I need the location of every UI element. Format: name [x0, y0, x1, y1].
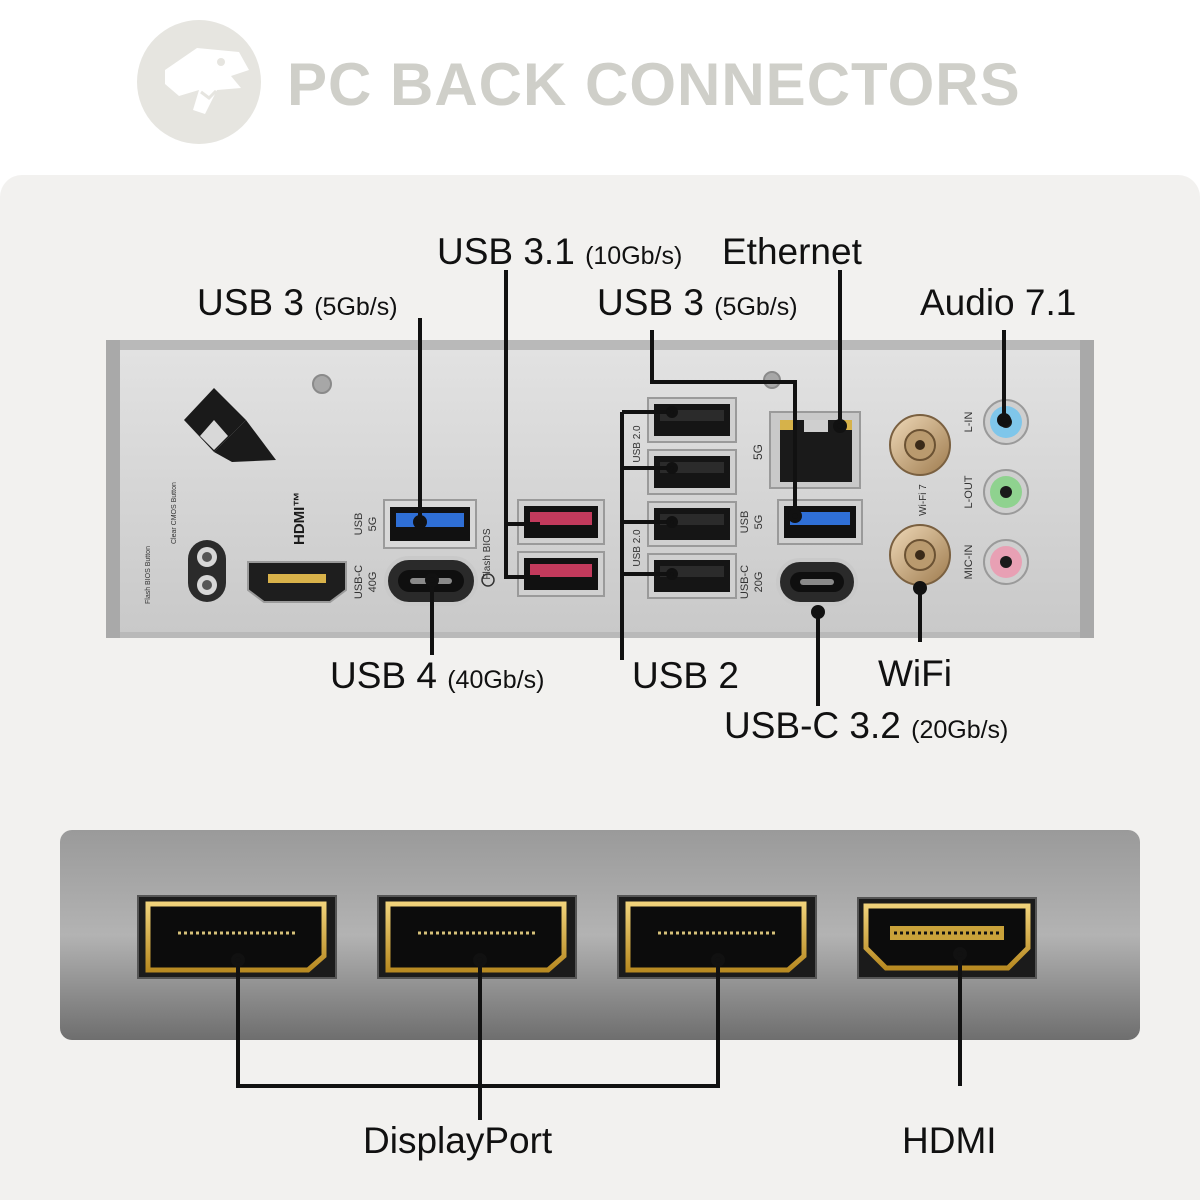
- label-sub: (5Gb/s): [714, 293, 798, 321]
- label-main: Ethernet: [722, 231, 862, 272]
- leader-usb31: [504, 270, 540, 579]
- usbc-40g-mark: USB-C: [353, 565, 365, 599]
- displayport-1: [137, 895, 337, 979]
- label-main: USB 2: [632, 655, 739, 696]
- label-main: Audio 7.1: [920, 282, 1077, 323]
- usb20-mark: USB 2.0: [632, 425, 643, 463]
- label-main: USB 4: [330, 655, 437, 696]
- clear-cmos-label: Clear CMOS Button: [171, 482, 178, 544]
- label-hdmi: HDMI: [902, 1121, 997, 1161]
- brand-logo-icon: [184, 388, 276, 462]
- usb31-ports: [517, 499, 605, 597]
- dinosaur-logo-icon: [137, 20, 261, 144]
- usb2-ports: USB 2.0 USB 2.0 5G: [632, 397, 765, 599]
- usb3-left-port: USB 5G: [353, 499, 477, 549]
- label-displayport: DisplayPort: [363, 1121, 552, 1161]
- label-sub: (10Gb/s): [585, 242, 683, 270]
- screw-icon: [312, 374, 332, 394]
- flash-bios-button-label: Flash BIOS Button: [145, 546, 152, 604]
- usb-5g-mark: 5G: [367, 517, 379, 532]
- label-main: USB 3.1: [437, 231, 575, 272]
- usb-5g-mark: 5G: [753, 515, 765, 530]
- label-usbc32: USB-C 3.2 (20Gb/s): [724, 706, 1008, 750]
- flash-bios-mark: Flash BIOS: [482, 528, 493, 579]
- usbc-20g-mark: 20G: [753, 572, 765, 593]
- label-ethernet: Ethernet: [722, 232, 862, 272]
- label-wifi: WiFi: [878, 654, 952, 694]
- wifi7-mark: Wi-Fi 7: [918, 484, 929, 516]
- label-usb31: USB 3.1 (10Gb/s): [437, 232, 682, 276]
- label-usb3-right: USB 3 (5Gb/s): [597, 283, 798, 327]
- label-audio: Audio 7.1: [920, 283, 1076, 323]
- page-title: PC BACK CONNECTORS: [287, 51, 1021, 118]
- hdmi-output-port: [857, 897, 1037, 979]
- label-main: DisplayPort: [363, 1120, 553, 1161]
- usb20-mark: USB 2.0: [632, 529, 643, 567]
- audio-jacks: L-IN L-OUT MIC-IN: [963, 399, 1029, 585]
- label-usb3-left: USB 3 (5Gb/s): [197, 283, 398, 327]
- line-out-mark: L-OUT: [963, 475, 975, 508]
- label-usb2: USB 2: [632, 656, 739, 696]
- mic-in-mark: MIC-IN: [963, 545, 975, 580]
- label-sub: (20Gb/s): [911, 716, 1009, 744]
- usbc-20g-mark: USB-C: [739, 565, 751, 599]
- hdmi-logo-text: HDMI™: [291, 492, 308, 545]
- leader-usb3-right: [650, 330, 797, 516]
- usbc32-port: USB-C 20G: [739, 558, 858, 606]
- cmos-bios-buttons: Clear CMOS Button Flash BIOS Button: [145, 482, 226, 604]
- ethernet-port: [769, 411, 861, 489]
- usb-5g-mark: USB: [739, 511, 751, 534]
- leader-lines: [231, 270, 1011, 1120]
- flash-icon: [481, 573, 495, 587]
- label-main: WiFi: [878, 653, 952, 694]
- wifi-antenna-connectors: Wi-Fi 7: [889, 414, 951, 586]
- usb-5g-mark: USB: [353, 513, 365, 536]
- label-main: USB 3: [197, 282, 304, 323]
- label-main: USB 3: [597, 282, 704, 323]
- label-main: USB-C 3.2: [724, 705, 901, 746]
- usbc-40g-mark: 40G: [367, 572, 379, 593]
- label-main: HDMI: [902, 1120, 997, 1161]
- gpu-output-panel: [60, 830, 1140, 1040]
- label-sub: (5Gb/s): [314, 293, 398, 321]
- hdmi-board-port: HDMI™: [247, 492, 347, 603]
- displayport-2: [377, 895, 577, 979]
- 5g-mark: 5G: [751, 444, 765, 460]
- line-in-mark: L-IN: [963, 412, 975, 433]
- page-header: PC BACK CONNECTORS: [0, 0, 1200, 175]
- label-usb4: USB 4 (40Gb/s): [330, 656, 544, 700]
- label-sub: (40Gb/s): [447, 666, 545, 694]
